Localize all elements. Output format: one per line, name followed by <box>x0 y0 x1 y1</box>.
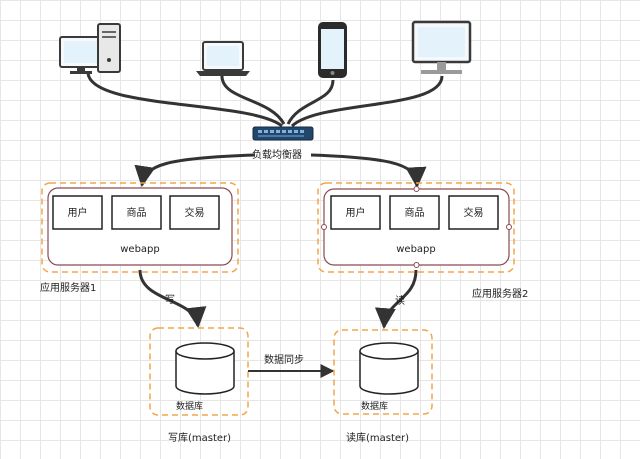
read-edge-label: 读 <box>395 294 405 307</box>
edge-pc-to-balancer <box>86 71 283 128</box>
app-server-1-label: 应用服务器1 <box>40 281 96 294</box>
edge-laptop-to-balancer <box>220 75 286 125</box>
module-box <box>111 195 162 230</box>
module-label: 交易 <box>185 206 205 219</box>
module-label: 用户 <box>68 206 88 219</box>
write-database: 数据库 <box>149 327 249 416</box>
module-box <box>389 195 440 230</box>
read-database-caption: 读库(master) <box>346 431 409 444</box>
connection-handle[interactable] <box>321 224 327 230</box>
database-icon <box>175 342 235 395</box>
app-server-2: 用户 商品 交易 webapp <box>317 182 515 273</box>
write-database-frame <box>149 327 249 416</box>
desktop-pc-icon <box>59 23 121 74</box>
app-server-2-label: 应用服务器2 <box>472 287 528 300</box>
connection-handle[interactable] <box>413 262 420 268</box>
monitor-icon <box>411 20 472 74</box>
app-server-1: 用户 商品 交易 webapp <box>41 182 239 273</box>
database-icon <box>359 342 419 395</box>
module-label: 商品 <box>405 206 425 219</box>
webapp-label: webapp <box>120 244 160 255</box>
module-label: 交易 <box>464 206 484 219</box>
read-database-frame <box>333 329 433 415</box>
module-label: 商品 <box>127 206 147 219</box>
module-box <box>330 195 381 230</box>
module-box <box>448 195 499 230</box>
network-switch-icon <box>252 126 314 141</box>
edge-read <box>374 269 418 330</box>
read-database: 数据库 <box>333 329 433 415</box>
module-label: 用户 <box>346 206 366 219</box>
connection-handle[interactable] <box>506 224 512 230</box>
edge-balancer-to-server1 <box>134 153 256 188</box>
database-label: 数据库 <box>361 400 388 412</box>
load-balancer-label: 负载均衡器 <box>252 148 302 161</box>
write-edge-label: 写 <box>165 294 175 306</box>
database-label: 数据库 <box>176 400 203 412</box>
smartphone-icon <box>318 22 347 78</box>
module-box <box>169 195 220 230</box>
client-connections <box>86 71 444 128</box>
write-database-caption: 写库(master) <box>168 431 231 444</box>
webapp-label: webapp <box>396 244 436 255</box>
edge-balancer-to-server2 <box>310 153 427 189</box>
app-server-1-frame <box>41 182 239 273</box>
sync-edge-label: 数据同步 <box>264 353 304 366</box>
connection-handle[interactable] <box>413 186 420 192</box>
edge-monitor-to-balancer <box>290 75 444 128</box>
laptop-icon <box>196 41 250 76</box>
app-server-2-frame <box>317 182 515 273</box>
module-box <box>52 195 103 230</box>
edge-write <box>138 269 207 329</box>
edge-phone-to-balancer <box>286 79 335 125</box>
